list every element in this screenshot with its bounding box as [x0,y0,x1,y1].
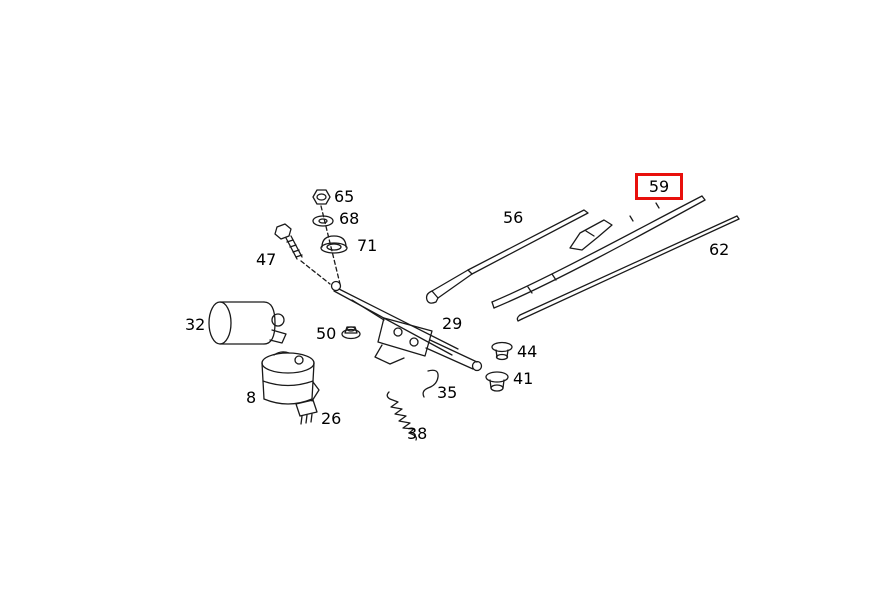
linkage-drawing [330,280,483,372]
wiper-blade-drawing [491,195,706,309]
part-label-62: 62 [709,240,730,259]
motor-8-drawing [261,351,315,405]
part-label-59: 59 [648,177,670,196]
wiper-rubber-drawing [516,215,740,322]
part-label-8: 8 [246,388,257,407]
part-label-56: 56 [503,208,524,227]
part-label-68: 68 [339,209,360,228]
part-label-50: 50 [316,324,337,343]
wiper-motor-drawing [208,301,287,345]
part-label-35: 35 [437,383,458,402]
part-label-44: 44 [517,342,538,361]
grommet-44-drawing [491,341,513,361]
grommet-41-drawing [485,371,509,392]
washer-68-drawing [312,215,334,227]
assembly-axis-dashed-line [320,205,341,285]
highlight-box-part-59: 59 [635,173,683,200]
nut-65-drawing [312,189,331,205]
nut-50-drawing [341,326,361,340]
part-label-65: 65 [334,187,355,206]
part-label-41: 41 [513,369,534,388]
part-label-29: 29 [442,314,463,333]
wiper-arm-drawing [425,209,589,304]
cap-71-drawing [320,235,348,254]
part-label-26: 26 [321,409,342,428]
connector-26-drawing [295,381,320,425]
part-label-38: 38 [407,424,428,443]
part-label-71: 71 [357,236,378,255]
part-label-32: 32 [185,315,206,334]
bolt-47-drawing [274,223,331,285]
spring-38-drawing [386,391,417,441]
hook-clip-35-drawing [422,369,439,398]
part-label-47: 47 [256,250,277,269]
